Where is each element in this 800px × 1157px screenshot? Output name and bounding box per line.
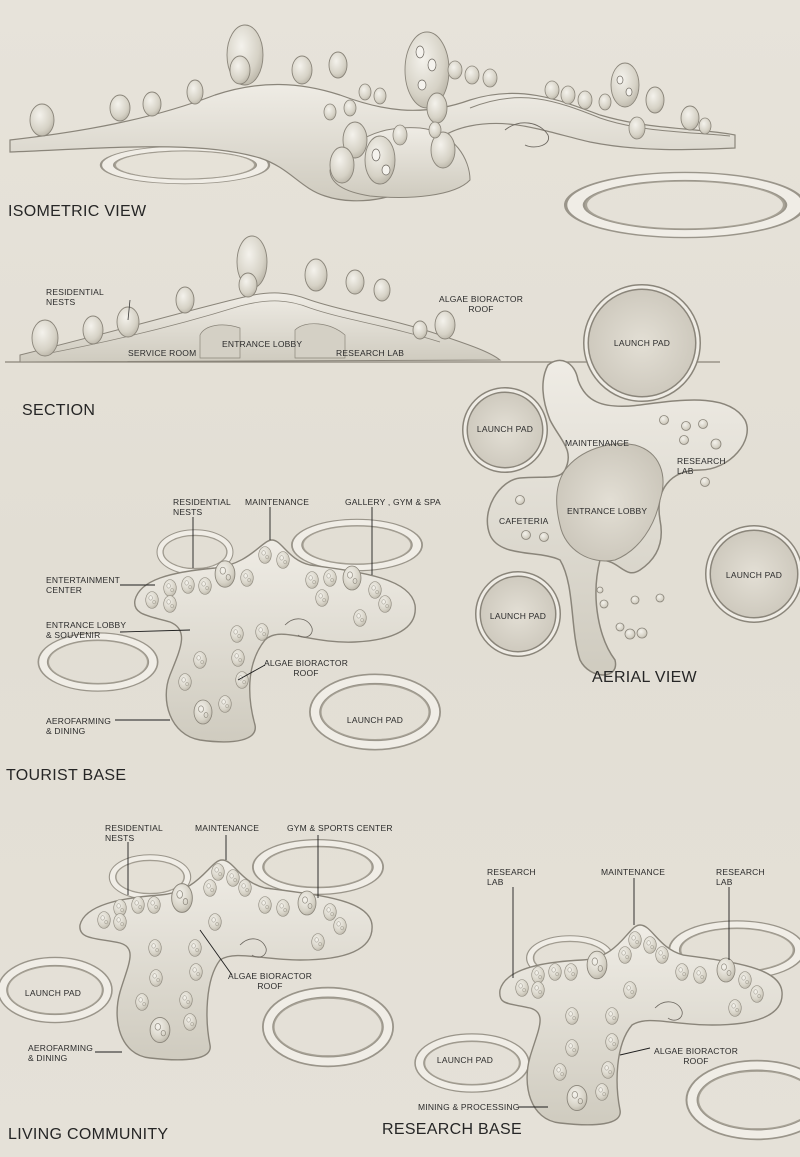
tourist-label-gallery: GALLERY , GYM & SPA	[345, 497, 441, 507]
aerial-label-maintenance: MAINTENANCE	[565, 438, 630, 448]
aerial-label-entrance-lobby: ENTRANCE LOBBY	[567, 506, 648, 516]
living-label-maintenance: MAINTENANCE	[195, 823, 260, 833]
tourist-label-entertainment-center: ENTERTAINMENT CENTER	[46, 575, 121, 595]
tourist-label-entrance-lobby: ENTRANCE LOBBY & SOUVENIR	[46, 620, 127, 640]
tourist-label-aerofarming: AEROFARMING & DINING	[46, 716, 112, 736]
aerial-label-launch-pad-top: LAUNCH PAD	[613, 338, 671, 348]
living-label-aerofarming: AEROFARMING & DINING	[28, 1043, 94, 1063]
research-base-body	[499, 924, 783, 1126]
section-label-research-lab: RESEARCH LAB	[336, 348, 405, 358]
section-label-algae-roof: ALGAE BIORACTOR ROOF	[438, 294, 524, 314]
section-label-entrance-lobby: ENTRANCE LOBBY	[222, 339, 303, 349]
research-label-launch-pad: LAUNCH PAD	[436, 1055, 494, 1065]
research-label-mining: MINING & PROCESSING	[418, 1102, 520, 1112]
research-label-maintenance: MAINTENANCE	[601, 867, 666, 877]
living-label-algae-roof: ALGAE BIORACTOR ROOF	[227, 971, 313, 991]
aerial-label-cafeteria: CAFETERIA	[499, 516, 549, 526]
living-label-residential-nests: RESIDENTIAL NESTS	[105, 823, 163, 843]
research-label-research-lab-left: RESEARCH LAB	[487, 867, 536, 887]
title-living-community: LIVING COMMUNITY	[8, 1126, 169, 1143]
tourist-label-residential-nests: RESIDENTIAL NESTS	[173, 497, 231, 517]
living-community	[3, 835, 389, 1062]
title-tourist-base: TOURIST BASE	[6, 767, 127, 784]
section-label-service-room: SERVICE ROOM	[128, 348, 197, 358]
section-shell	[19, 292, 502, 363]
research-label-algae-roof: ALGAE BIORACTOR ROOF	[653, 1046, 739, 1066]
living-label-launch-pad: LAUNCH PAD	[24, 988, 82, 998]
section-drawing	[5, 235, 720, 363]
tourist-base	[43, 507, 435, 745]
title-aerial-view: AERIAL VIEW	[592, 669, 697, 686]
title-section: SECTION	[22, 402, 96, 419]
aerial-label-launch-pad-right: LAUNCH PAD	[725, 570, 783, 580]
tourist-label-maintenance: MAINTENANCE	[245, 497, 310, 507]
tourist-label-launch-pad: LAUNCH PAD	[346, 715, 404, 725]
title-isometric-view: ISOMETRIC VIEW	[8, 203, 147, 220]
isometric-view	[9, 24, 795, 234]
research-base	[420, 878, 800, 1135]
research-label-research-lab-right: RESEARCH LAB	[716, 867, 765, 887]
title-research-base: RESEARCH BASE	[382, 1121, 522, 1138]
aerial-view	[462, 284, 800, 676]
aerial-label-research-lab: RESEARCH LAB	[677, 456, 726, 476]
aerial-label-launch-pad-left: LAUNCH PAD	[476, 424, 534, 434]
aerial-label-launch-pad-bottom: LAUNCH PAD	[489, 611, 547, 621]
section-label-residential-nests: RESIDENTIAL NESTS	[46, 287, 104, 307]
living-label-gym: GYM & SPORTS CENTER	[287, 823, 393, 833]
tourist-label-algae-roof: ALGAE BIORACTOR ROOF	[263, 658, 349, 678]
